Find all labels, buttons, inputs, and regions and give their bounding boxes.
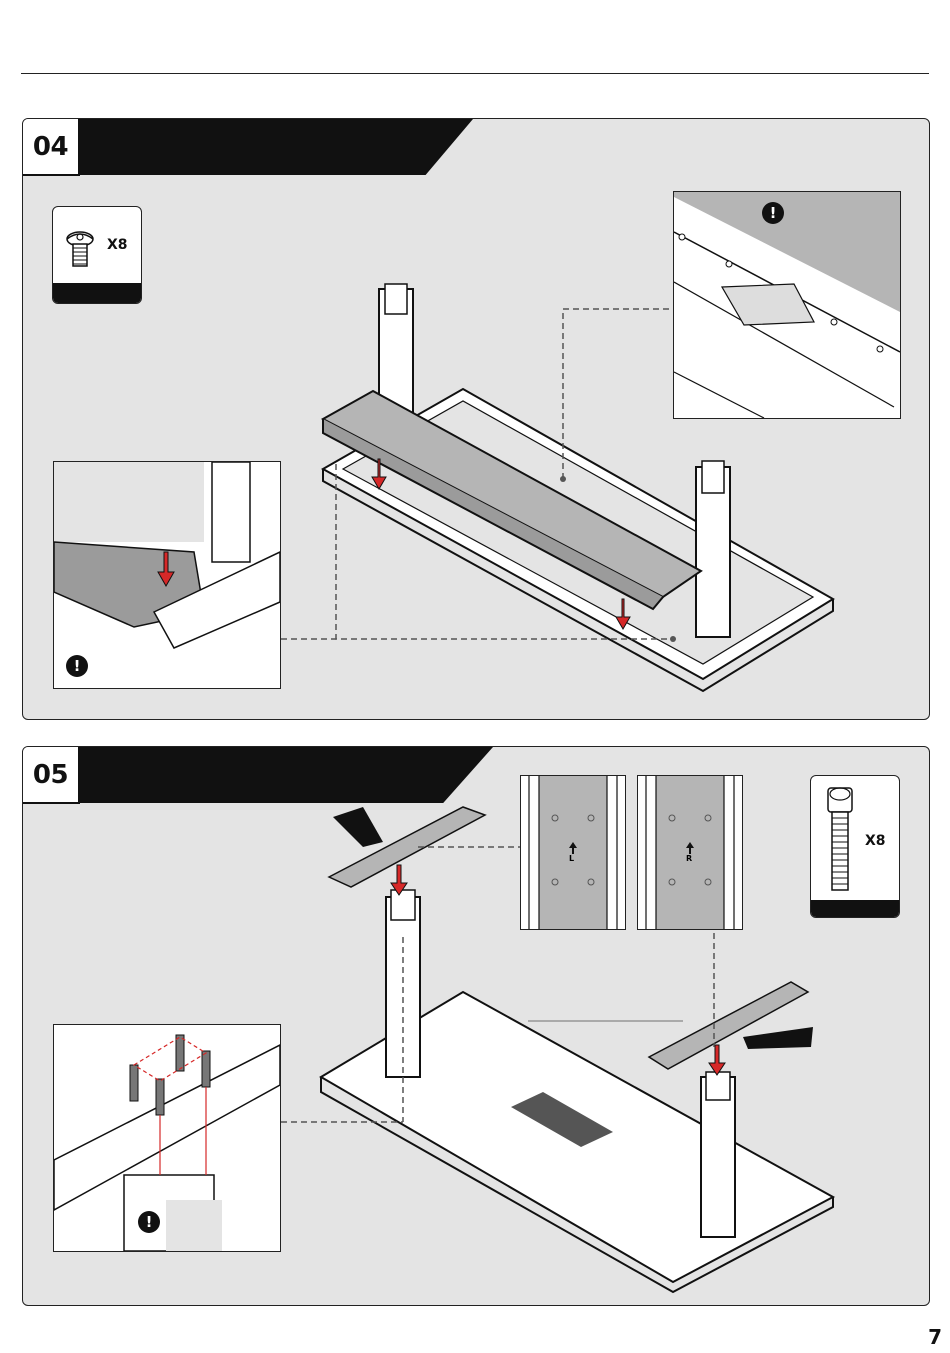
detail-bracket-alignment: ! xyxy=(53,461,281,689)
warning-icon: ! xyxy=(762,202,784,224)
step-05-panel: 05 L R X8 xyxy=(22,746,930,1306)
detail-bolt-pattern: ! xyxy=(53,1024,281,1252)
warning-icon: ! xyxy=(138,1211,160,1233)
page-number: 7 xyxy=(928,1325,942,1349)
header-rule xyxy=(21,73,929,74)
warning-icon: ! xyxy=(66,655,88,677)
detail-illustration xyxy=(54,462,280,688)
detail-beam-holes: ! xyxy=(673,191,901,419)
detail-illustration xyxy=(54,1025,280,1251)
step-04-panel: 04 X8 xyxy=(22,118,930,720)
detail-illustration xyxy=(674,192,900,418)
